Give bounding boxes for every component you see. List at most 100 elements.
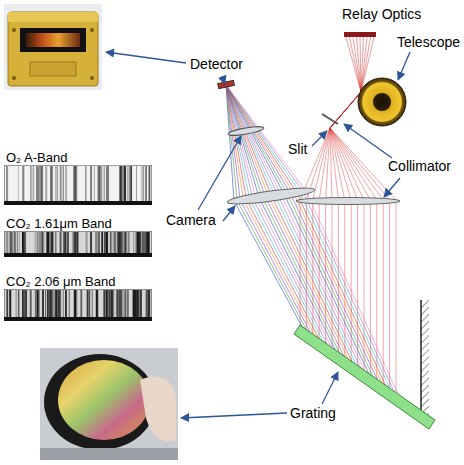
absorption-line bbox=[36, 166, 37, 201]
leader-arrow bbox=[198, 136, 241, 210]
absorption-line bbox=[55, 232, 56, 253]
absorption-line bbox=[75, 232, 76, 253]
absorption-line bbox=[53, 290, 55, 317]
fold-mirror bbox=[421, 300, 429, 418]
strip-edge bbox=[4, 201, 152, 205]
absorption-line bbox=[107, 232, 108, 253]
absorption-line bbox=[55, 166, 57, 201]
spectrum-title: CO₂ 1.61μm Band bbox=[4, 216, 152, 231]
dispersed-ray bbox=[226, 85, 381, 382]
dispersed-ray bbox=[226, 85, 390, 388]
part-label: Collimator bbox=[388, 158, 451, 174]
absorption-line bbox=[117, 232, 118, 253]
absorption-line bbox=[106, 290, 108, 317]
spectrum-title: O₂ A-Band bbox=[4, 150, 152, 165]
absorption-line bbox=[92, 290, 93, 317]
spectrum-panel: CO₂ 2.06 μm Band bbox=[4, 274, 152, 321]
absorption-line bbox=[65, 232, 67, 253]
absorption-line bbox=[127, 290, 128, 317]
absorption-line bbox=[138, 232, 140, 253]
absorption-line bbox=[144, 232, 145, 253]
absorption-line bbox=[65, 166, 67, 201]
absorption-line bbox=[59, 290, 61, 317]
absorption-line bbox=[22, 166, 24, 201]
relay-ray bbox=[330, 37, 361, 128]
leader-arrow bbox=[344, 124, 392, 158]
absorption-line bbox=[87, 290, 89, 317]
absorption-line bbox=[91, 166, 92, 201]
absorption-line bbox=[65, 290, 67, 317]
absorption-line bbox=[121, 166, 122, 201]
absorption-line bbox=[9, 290, 10, 317]
detector-array bbox=[26, 33, 80, 47]
absorption-line bbox=[50, 166, 51, 201]
absorption-line bbox=[74, 166, 76, 201]
leader-arrow bbox=[322, 372, 338, 404]
absorption-line bbox=[139, 232, 140, 253]
leader-arrow bbox=[312, 131, 327, 146]
absorption-line bbox=[133, 290, 134, 317]
screw bbox=[90, 76, 94, 80]
strip-edge bbox=[4, 317, 152, 321]
absorption-line bbox=[140, 232, 141, 253]
absorption-line bbox=[10, 232, 12, 253]
dispersed-ray bbox=[226, 85, 360, 368]
grating-disc bbox=[58, 360, 150, 440]
absorption-line bbox=[138, 290, 140, 317]
strip-ground bbox=[4, 289, 152, 321]
absorption-line bbox=[81, 290, 82, 317]
absorption-line bbox=[137, 232, 139, 253]
absorption-line bbox=[101, 232, 103, 253]
absorption-line bbox=[29, 290, 30, 317]
absorption-line bbox=[57, 290, 59, 317]
strip-edge bbox=[4, 253, 152, 257]
absorption-line bbox=[39, 232, 41, 253]
grating-photo bbox=[40, 348, 178, 460]
absorption-line bbox=[133, 232, 134, 253]
absorption-line bbox=[80, 290, 82, 317]
absorption-line bbox=[11, 232, 13, 253]
absorption-line bbox=[51, 290, 52, 317]
absorption-line bbox=[18, 290, 19, 317]
spectrum-title: CO₂ 2.06 μm Band bbox=[4, 274, 152, 289]
absorption-line bbox=[121, 232, 123, 253]
leader-arrow bbox=[384, 178, 400, 197]
absorption-line bbox=[107, 290, 108, 317]
absorption-line bbox=[40, 166, 42, 201]
absorption-line bbox=[63, 232, 65, 253]
absorption-line bbox=[58, 290, 59, 317]
absorption-line bbox=[96, 290, 97, 317]
absorption-line bbox=[46, 232, 47, 253]
absorption-line bbox=[33, 166, 35, 201]
absorption-line bbox=[38, 290, 39, 317]
absorption-line bbox=[121, 166, 122, 201]
absorption-line bbox=[138, 290, 140, 317]
absorption-line bbox=[125, 166, 126, 201]
absorption-line bbox=[47, 290, 49, 317]
absorption-line bbox=[74, 290, 76, 317]
dispersed-ray bbox=[226, 85, 369, 373]
absorption-line bbox=[75, 166, 77, 201]
absorption-line bbox=[22, 232, 24, 253]
absorption-line bbox=[141, 290, 142, 317]
absorption-line bbox=[136, 232, 137, 253]
absorption-line bbox=[74, 232, 75, 253]
absorption-line bbox=[149, 290, 150, 317]
absorption-line bbox=[22, 232, 23, 253]
absorption-line bbox=[19, 232, 20, 253]
absorption-line bbox=[64, 232, 65, 253]
absorption-line bbox=[66, 290, 67, 317]
part-label: Slit bbox=[288, 141, 307, 157]
absorption-line bbox=[148, 290, 150, 317]
absorption-line bbox=[76, 290, 77, 317]
absorption-line bbox=[18, 290, 19, 317]
absorption-line bbox=[52, 290, 53, 317]
dispersed-ray bbox=[226, 85, 398, 394]
absorption-line bbox=[90, 232, 92, 253]
absorption-line bbox=[146, 232, 147, 253]
collimated-ray bbox=[330, 128, 332, 348]
absorption-line bbox=[60, 290, 61, 317]
absorption-line bbox=[30, 166, 32, 201]
absorption-line bbox=[7, 290, 8, 317]
strip-ground bbox=[4, 165, 152, 205]
